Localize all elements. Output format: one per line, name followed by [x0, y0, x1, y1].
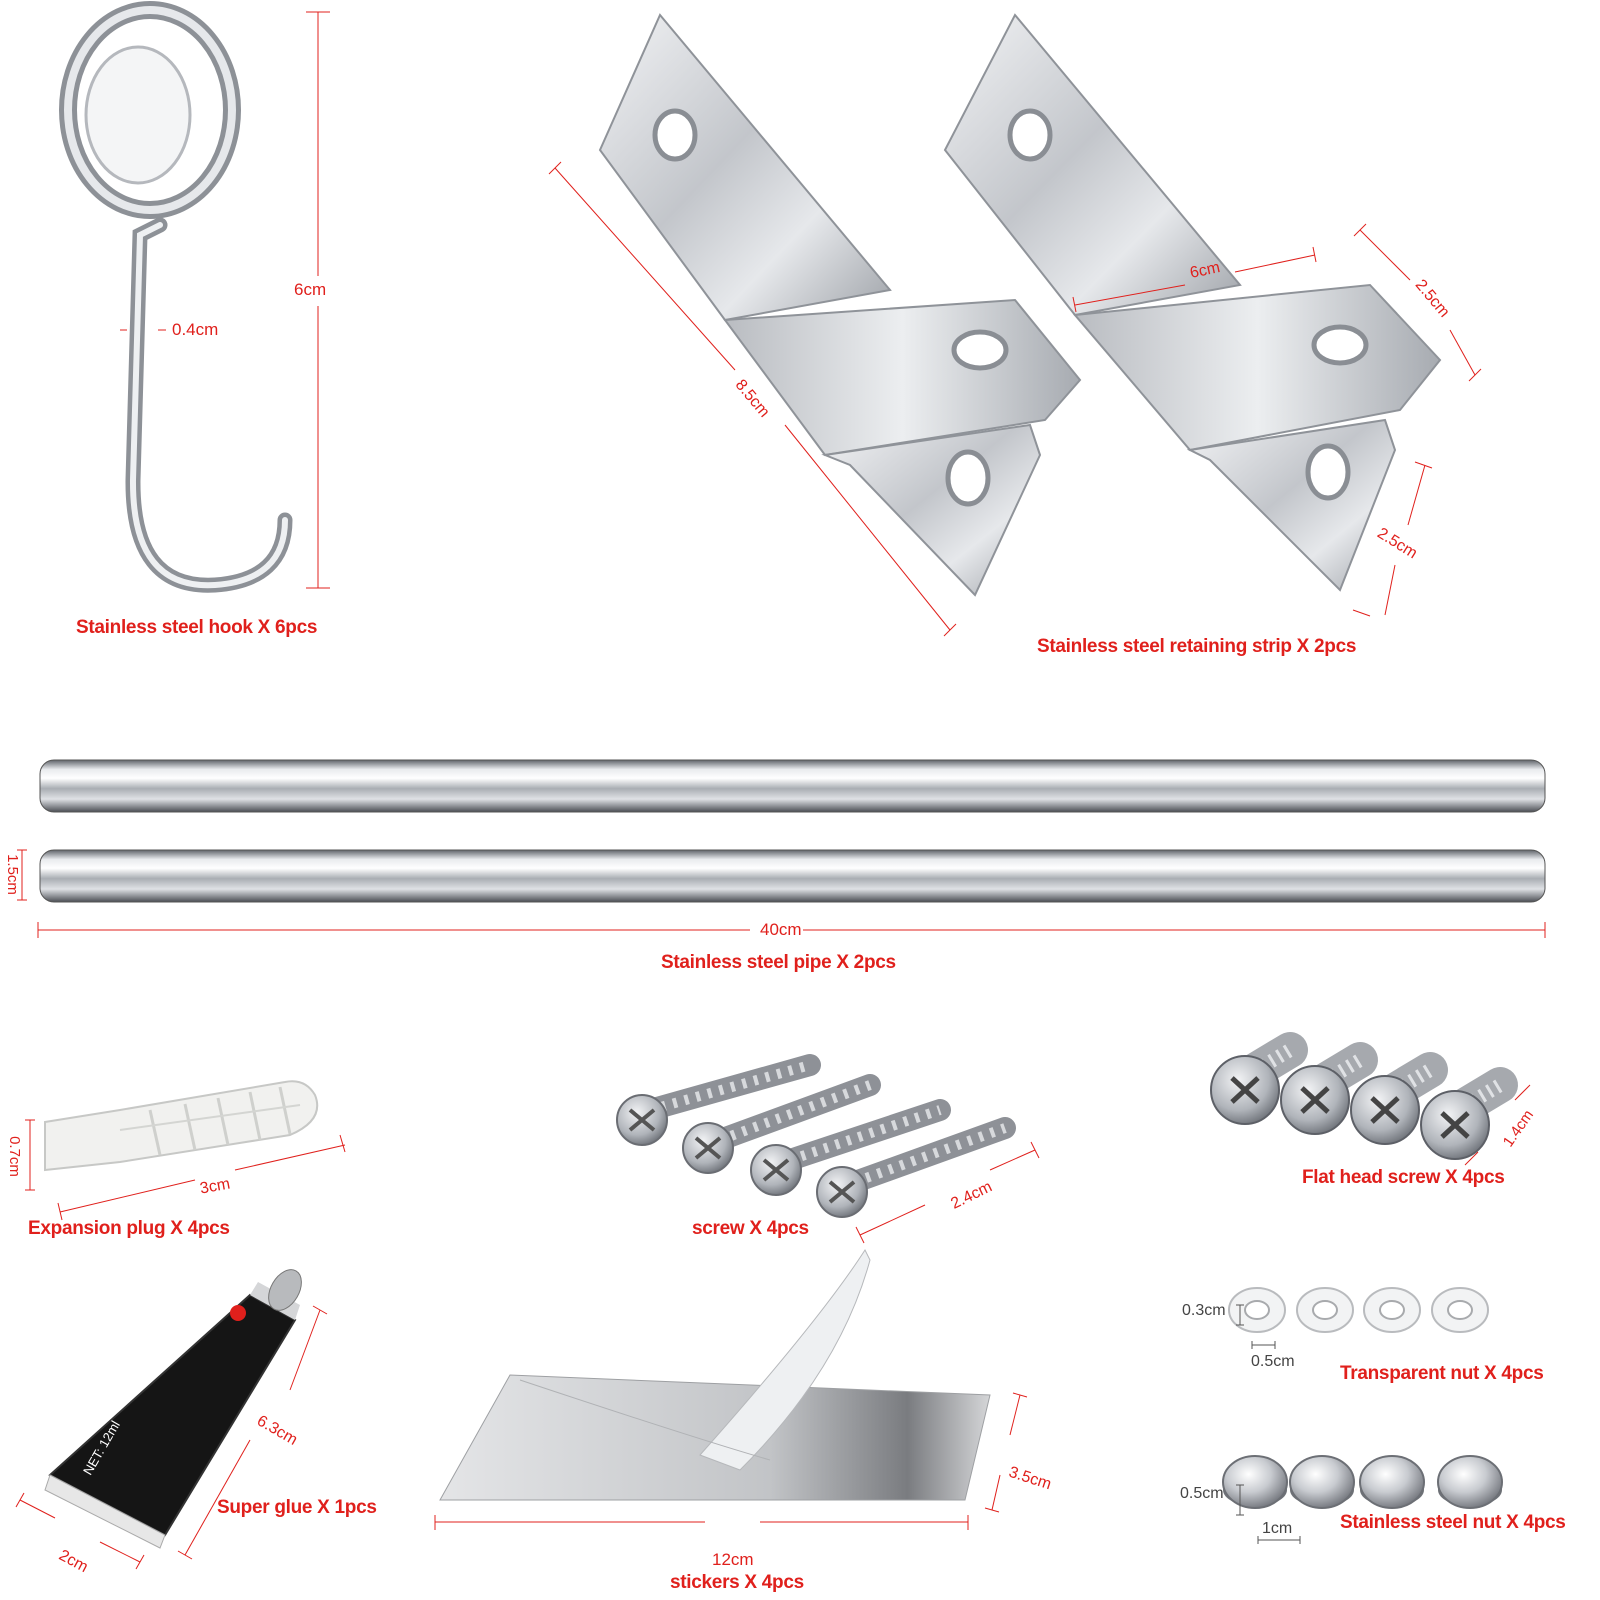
steel-nuts-image: [1222, 1455, 1503, 1509]
transparent-nut-dimension-lines: [1236, 1304, 1276, 1349]
glue-label: Super glue X 1pcs: [217, 1497, 377, 1518]
stickers-label: stickers X 4pcs: [670, 1572, 804, 1593]
flat-screw-dimension-lines: [1464, 1084, 1531, 1166]
plug-dimension-lines: [25, 1119, 346, 1221]
hook-thickness-dim: 0.4cm: [172, 320, 219, 339]
screw-label: screw X 4pcs: [692, 1218, 809, 1239]
steel-nut-height-dim: 0.5cm: [1180, 1485, 1224, 1502]
sticker-dimension-lines: [434, 1392, 1028, 1530]
transparent-nut-label: Transparent nut X 4pcs: [1340, 1363, 1544, 1384]
hook-height-dim: 6cm: [294, 280, 327, 299]
hook-dimension-lines: [120, 11, 330, 589]
flat-screw-label: Flat head screw X 4pcs: [1302, 1167, 1505, 1188]
hook-label: Stainless steel hook X 6pcs: [76, 617, 318, 638]
pipe-diameter-dim: 1.5cm: [3, 854, 21, 895]
stickers-length-dim: 12cm: [712, 1550, 754, 1569]
retaining-strip-image: [598, 13, 1442, 597]
strip-label: Stainless steel retaining strip X 2pcs: [1037, 636, 1357, 657]
steel-nut-dimension-lines: [1236, 1484, 1301, 1544]
pipe-length-dim: 40cm: [760, 920, 802, 939]
glue-dimension-lines: [15, 1305, 328, 1570]
pipe-image: [39, 759, 1546, 903]
plug-label: Expansion plug X 4pcs: [28, 1218, 230, 1239]
flat-head-screws-image: [1210, 1032, 1518, 1160]
steel-nut-label: Stainless steel nut X 4pcs: [1340, 1512, 1566, 1533]
expansion-plug-image: [44, 1080, 319, 1172]
stickers-image: [439, 1248, 991, 1501]
strip-dimension-lines: [548, 161, 1482, 637]
plug-diameter-dim: 0.7cm: [5, 1136, 23, 1177]
screws-image: [616, 1054, 1016, 1218]
pipe-dimension-lines: [17, 849, 1546, 938]
hook-image: [59, 1, 293, 593]
super-glue-image: [44, 1269, 302, 1549]
pipe-label: Stainless steel pipe X 2pcs: [661, 952, 896, 973]
transparent-nuts-image: [1228, 1287, 1489, 1333]
transparent-nut-height-dim: 0.3cm: [1182, 1302, 1226, 1319]
screw-dimension-lines: [855, 1141, 1040, 1244]
transparent-nut-diameter-dim: 0.5cm: [1251, 1353, 1295, 1370]
steel-nut-diameter-dim: 1cm: [1262, 1520, 1293, 1537]
